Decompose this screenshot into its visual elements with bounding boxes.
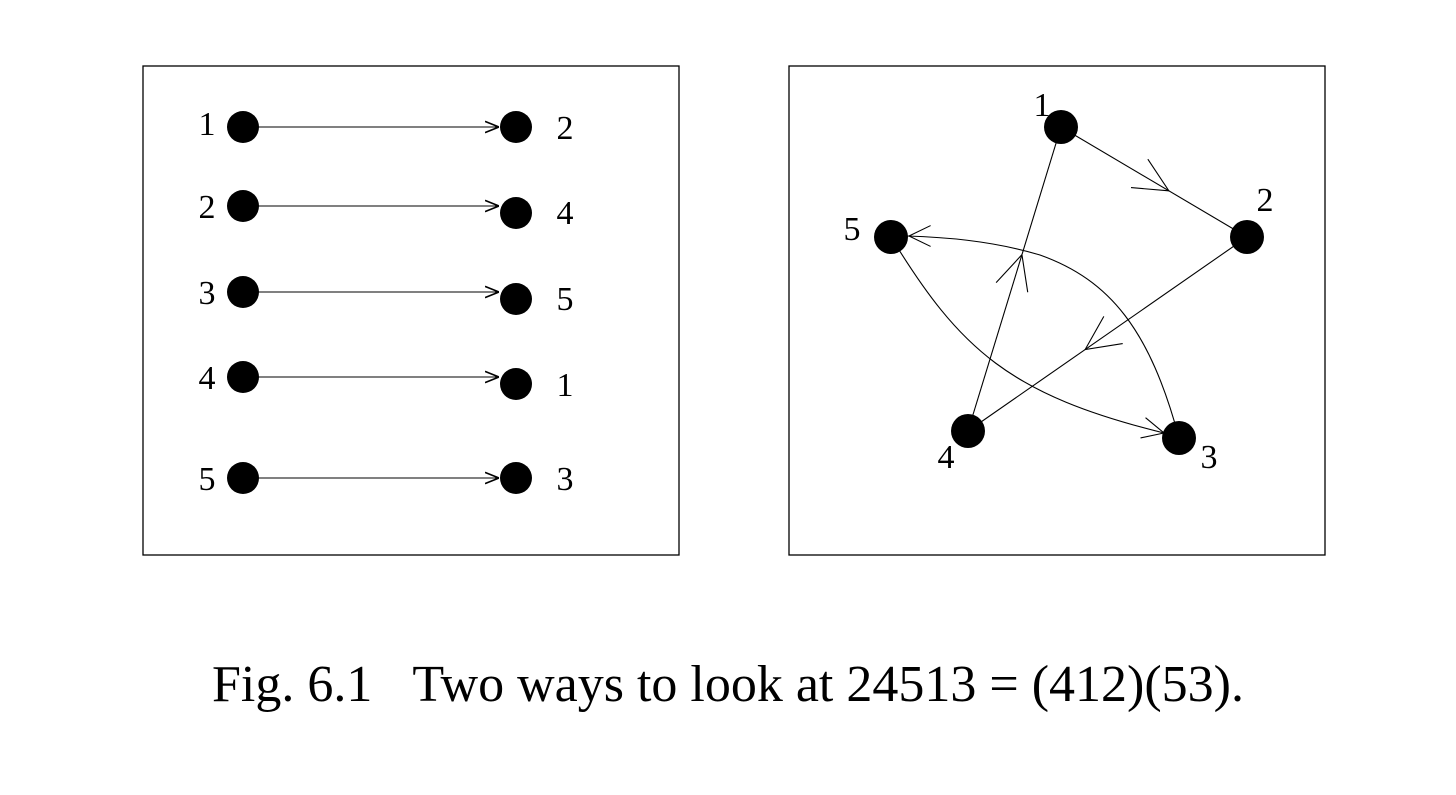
left-label-image-5: 5 <box>557 281 574 318</box>
cycle-edge-5-to-3 <box>890 236 1165 434</box>
right-panel-nodes: 1 2 3 4 5 <box>844 87 1274 476</box>
left-node-image-4 <box>500 197 532 229</box>
figure-caption-label: Fig. 6.1 <box>212 656 373 713</box>
right-panel: 1 2 3 4 5 <box>788 65 1326 556</box>
left-node-image-5 <box>500 283 532 315</box>
left-label-domain-4: 4 <box>199 360 216 397</box>
left-node-domain-5 <box>227 462 259 494</box>
cycle-node-2 <box>1230 220 1264 254</box>
cycle-edge-1-to-2-arrowhead <box>1130 158 1170 192</box>
cycle-edge-3-to-5 <box>906 235 1180 439</box>
left-node-domain-1 <box>227 111 259 143</box>
left-panel-frame <box>142 65 680 556</box>
left-node-image-1 <box>500 368 532 400</box>
left-label-image-3: 3 <box>557 461 574 498</box>
left-label-image-2: 2 <box>557 110 574 147</box>
cycle-label-1: 1 <box>1034 87 1051 124</box>
cycle-label-5: 5 <box>844 211 861 248</box>
cycle-label-4: 4 <box>938 439 955 476</box>
cycle-label-2: 2 <box>1257 182 1274 219</box>
left-panel-edges <box>243 127 499 478</box>
right-panel-frame <box>788 65 1326 556</box>
cycle-edge-4-to-1-arrowhead <box>995 253 1029 293</box>
cycle-edge-2-to-4-arrowhead <box>1084 316 1123 351</box>
left-panel: 1 2 2 4 3 5 4 1 5 3 <box>142 65 680 556</box>
cycle-node-5 <box>874 220 908 254</box>
left-node-domain-2 <box>227 190 259 222</box>
right-panel-edges <box>890 126 1248 439</box>
left-label-domain-2: 2 <box>199 189 216 226</box>
figure-caption: Fig. 6.1 Two ways to look at 24513 = (412… <box>0 655 1456 714</box>
cycle-node-1 <box>1044 110 1078 144</box>
figure-caption-text: Two ways to look at 24513 = (412)(53). <box>412 656 1244 713</box>
left-panel-nodes: 1 2 2 4 3 5 4 1 5 3 <box>199 106 574 498</box>
cycle-edge-1-to-2 <box>1060 126 1248 238</box>
left-label-image-1: 1 <box>557 367 574 404</box>
left-node-image-2 <box>500 111 532 143</box>
cycle-node-3 <box>1162 421 1196 455</box>
left-label-domain-1: 1 <box>199 106 216 143</box>
left-node-domain-4 <box>227 361 259 393</box>
cycle-edge-2-to-4 <box>967 236 1248 432</box>
left-label-image-4: 4 <box>557 195 574 232</box>
left-node-image-3 <box>500 462 532 494</box>
left-node-domain-3 <box>227 276 259 308</box>
cycle-edge-4-to-1 <box>967 126 1062 432</box>
cycle-node-4 <box>951 414 985 448</box>
cycle-edge-3-to-5-arrowhead <box>907 225 931 247</box>
left-label-domain-3: 3 <box>199 275 216 312</box>
left-label-domain-5: 5 <box>199 461 216 498</box>
cycle-label-3: 3 <box>1201 439 1218 476</box>
